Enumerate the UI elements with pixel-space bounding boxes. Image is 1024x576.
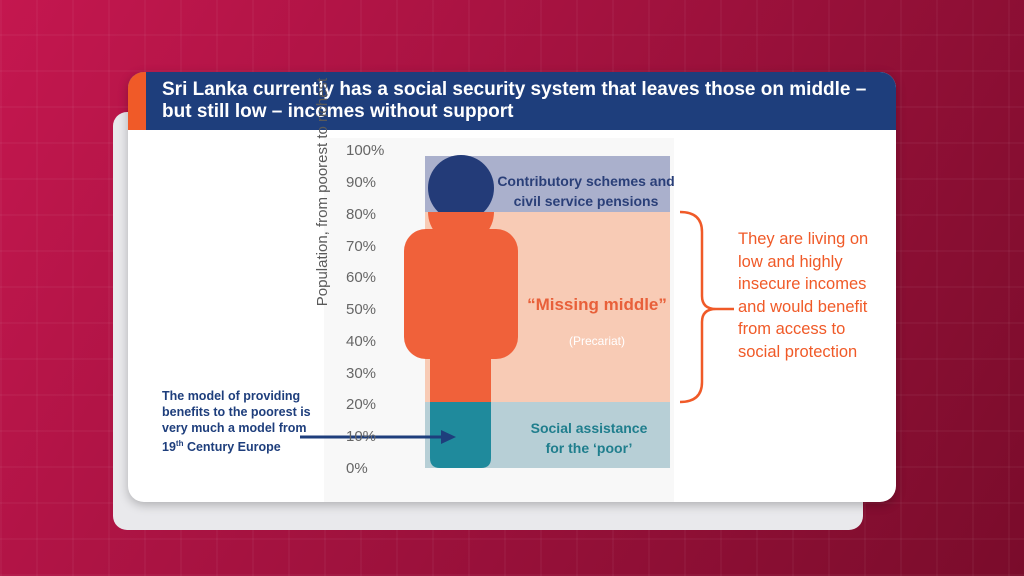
right-annotation: They are living on low and highly insecu…	[738, 230, 869, 361]
y-tick-label: 90%	[346, 174, 377, 191]
left-annotation-text: The model of providing benefits to the p…	[162, 389, 311, 455]
y-axis-label: Population, from poorest to richest	[314, 77, 331, 307]
figure-legs-lower	[430, 402, 491, 468]
y-tick-label: 20%	[346, 396, 377, 413]
y-tick-label: 40%	[346, 333, 377, 350]
pointer-arrow-head	[441, 430, 456, 444]
band-label-line: for the ‘poor’	[545, 440, 633, 456]
y-tick-label: 30%	[346, 365, 377, 382]
curly-brace	[679, 210, 717, 404]
figure-head	[428, 155, 494, 221]
person-figure	[404, 155, 518, 468]
y-tick-label: 70%	[346, 238, 377, 255]
band-label-line: civil service pensions	[513, 193, 659, 209]
left-annotation: The model of providing benefits to the p…	[162, 388, 322, 455]
title-bar: Sri Lanka currently has a social securit…	[128, 72, 896, 130]
title-accent	[128, 72, 146, 130]
y-tick-label: 100%	[346, 142, 385, 159]
figure-legs-upper	[430, 345, 491, 402]
y-tick-label: 50%	[346, 301, 377, 318]
y-tick-label: 0%	[346, 460, 368, 477]
left-annotation-text-end: Century Europe	[183, 440, 281, 455]
figure-torso	[404, 229, 518, 359]
band-label-line: Contributory schemes and	[497, 173, 675, 189]
y-tick-label: 10%	[346, 428, 377, 445]
band-label-contributory: Contributory schemes and civil service p…	[496, 171, 676, 211]
band-label-line: Social assistance	[530, 420, 648, 436]
y-tick-label: 80%	[346, 206, 377, 223]
band-label-precariat: (Precariat)	[568, 334, 625, 348]
band-label-missing-middle: “Missing middle”	[527, 295, 667, 314]
slide-title: Sri Lanka currently has a social securit…	[162, 79, 867, 122]
y-tick-label: 60%	[346, 269, 377, 286]
left-annotation-superscript: th	[175, 439, 184, 448]
band-label-social-assistance: Social assistance for the ‘poor’	[508, 418, 670, 458]
